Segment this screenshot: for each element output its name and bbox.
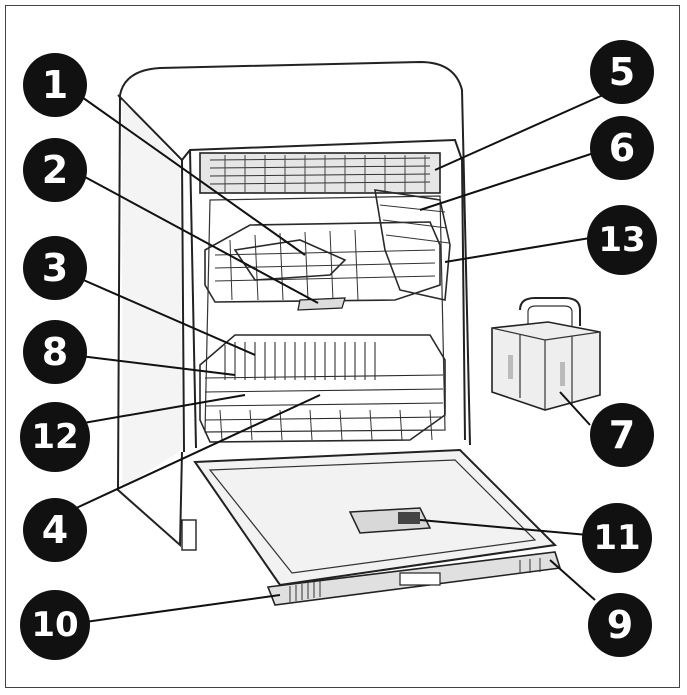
- callout-13: 13: [587, 205, 657, 275]
- callout-9-label: 9: [607, 603, 633, 647]
- cutlery-basket: [491, 297, 601, 411]
- callout-1-label: 1: [42, 63, 68, 107]
- callout-1: 1: [23, 53, 87, 117]
- callout-10-label: 10: [31, 605, 78, 645]
- leader-lines: [71, 89, 604, 623]
- callout-13-label: 13: [598, 220, 645, 260]
- callout-12-label: 12: [31, 417, 78, 457]
- callouts: 1 2 3 8 12 4 10 5: [20, 40, 657, 660]
- dishwasher-body: [116, 60, 562, 606]
- callout-3: 3: [23, 236, 87, 300]
- callout-11: 11: [582, 503, 652, 573]
- callout-3-label: 3: [42, 246, 68, 290]
- callout-5-label: 5: [609, 50, 635, 94]
- callout-4-label: 4: [42, 508, 68, 552]
- callout-11-label: 11: [593, 518, 640, 558]
- callout-10: 10: [20, 590, 90, 660]
- callout-4: 4: [23, 498, 87, 562]
- callout-8: 8: [23, 320, 87, 384]
- callout-2: 2: [23, 138, 87, 202]
- callout-5: 5: [590, 40, 654, 104]
- callout-12: 12: [20, 402, 90, 472]
- callout-2-label: 2: [42, 148, 68, 192]
- callout-7: 7: [590, 403, 654, 467]
- callout-6: 6: [590, 116, 654, 180]
- callout-6-label: 6: [609, 126, 635, 170]
- callout-8-label: 8: [42, 330, 68, 374]
- callout-7-label: 7: [609, 413, 635, 457]
- callout-9: 9: [588, 593, 652, 657]
